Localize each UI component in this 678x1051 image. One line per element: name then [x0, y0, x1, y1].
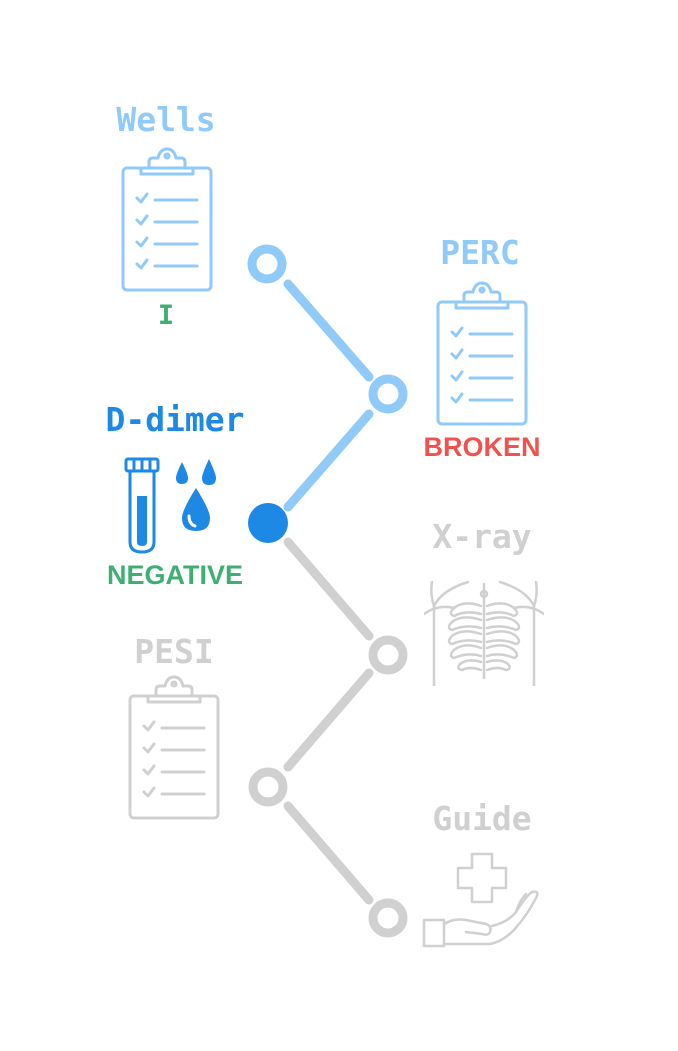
clipboard-icon [121, 147, 213, 292]
node-wells[interactable] [247, 244, 287, 284]
clipboard-icon [436, 281, 528, 426]
step-status-ddimer: NEGATIVE [106, 560, 243, 590]
step-title-ddimer: D-dimer [105, 400, 245, 439]
connector-xray-pesi [283, 668, 374, 772]
connector-pesi-guide [283, 801, 374, 905]
node-xray[interactable] [368, 635, 408, 675]
step-title-guide: Guide [432, 799, 532, 838]
clipboard-icon [128, 675, 220, 820]
node-perc[interactable] [368, 374, 408, 414]
step-title-perc: PERC [440, 233, 520, 272]
connector-perc-ddimer [283, 409, 374, 512]
step-title-pesi: PESI [134, 632, 214, 671]
step-status-wells: I [157, 300, 175, 331]
node-pesi[interactable] [248, 767, 288, 807]
node-ddimer[interactable] [248, 503, 288, 543]
connector-wells-perc [283, 279, 374, 382]
test-tube-icon [124, 457, 216, 554]
chest-xray-icon [424, 580, 544, 686]
step-title-xray: X-ray [432, 517, 532, 556]
step-status-perc: BROKEN [423, 432, 541, 462]
connector-ddimer-xray [283, 537, 374, 641]
step-title-wells: Wells [116, 100, 216, 139]
hand-medical-cross-icon [422, 852, 539, 948]
node-guide[interactable] [368, 898, 408, 938]
